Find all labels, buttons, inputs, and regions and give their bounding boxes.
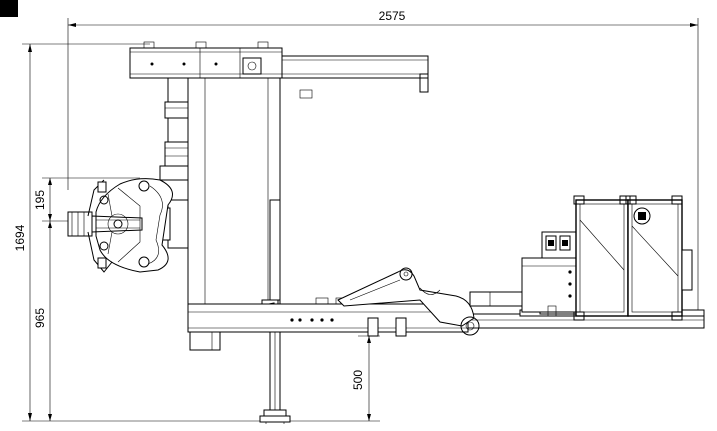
rotary-motor bbox=[159, 77, 189, 181]
central-column bbox=[187, 77, 281, 351]
dimension-lines bbox=[22, 18, 699, 422]
support-leg bbox=[259, 329, 291, 424]
electrical-cabinets bbox=[573, 195, 693, 321]
dim-upper-offset: 195 bbox=[33, 190, 47, 210]
base-beam bbox=[187, 297, 469, 337]
corner-marker bbox=[0, 0, 18, 17]
dim-overall-width: 2575 bbox=[379, 9, 406, 23]
dim-overall-height: 1694 bbox=[13, 224, 27, 251]
top-arm bbox=[129, 41, 429, 99]
power-unit bbox=[521, 231, 583, 317]
gripper-head bbox=[67, 178, 189, 273]
dim-platform-height: 500 bbox=[351, 370, 365, 390]
dim-lower-height: 965 bbox=[33, 308, 47, 328]
